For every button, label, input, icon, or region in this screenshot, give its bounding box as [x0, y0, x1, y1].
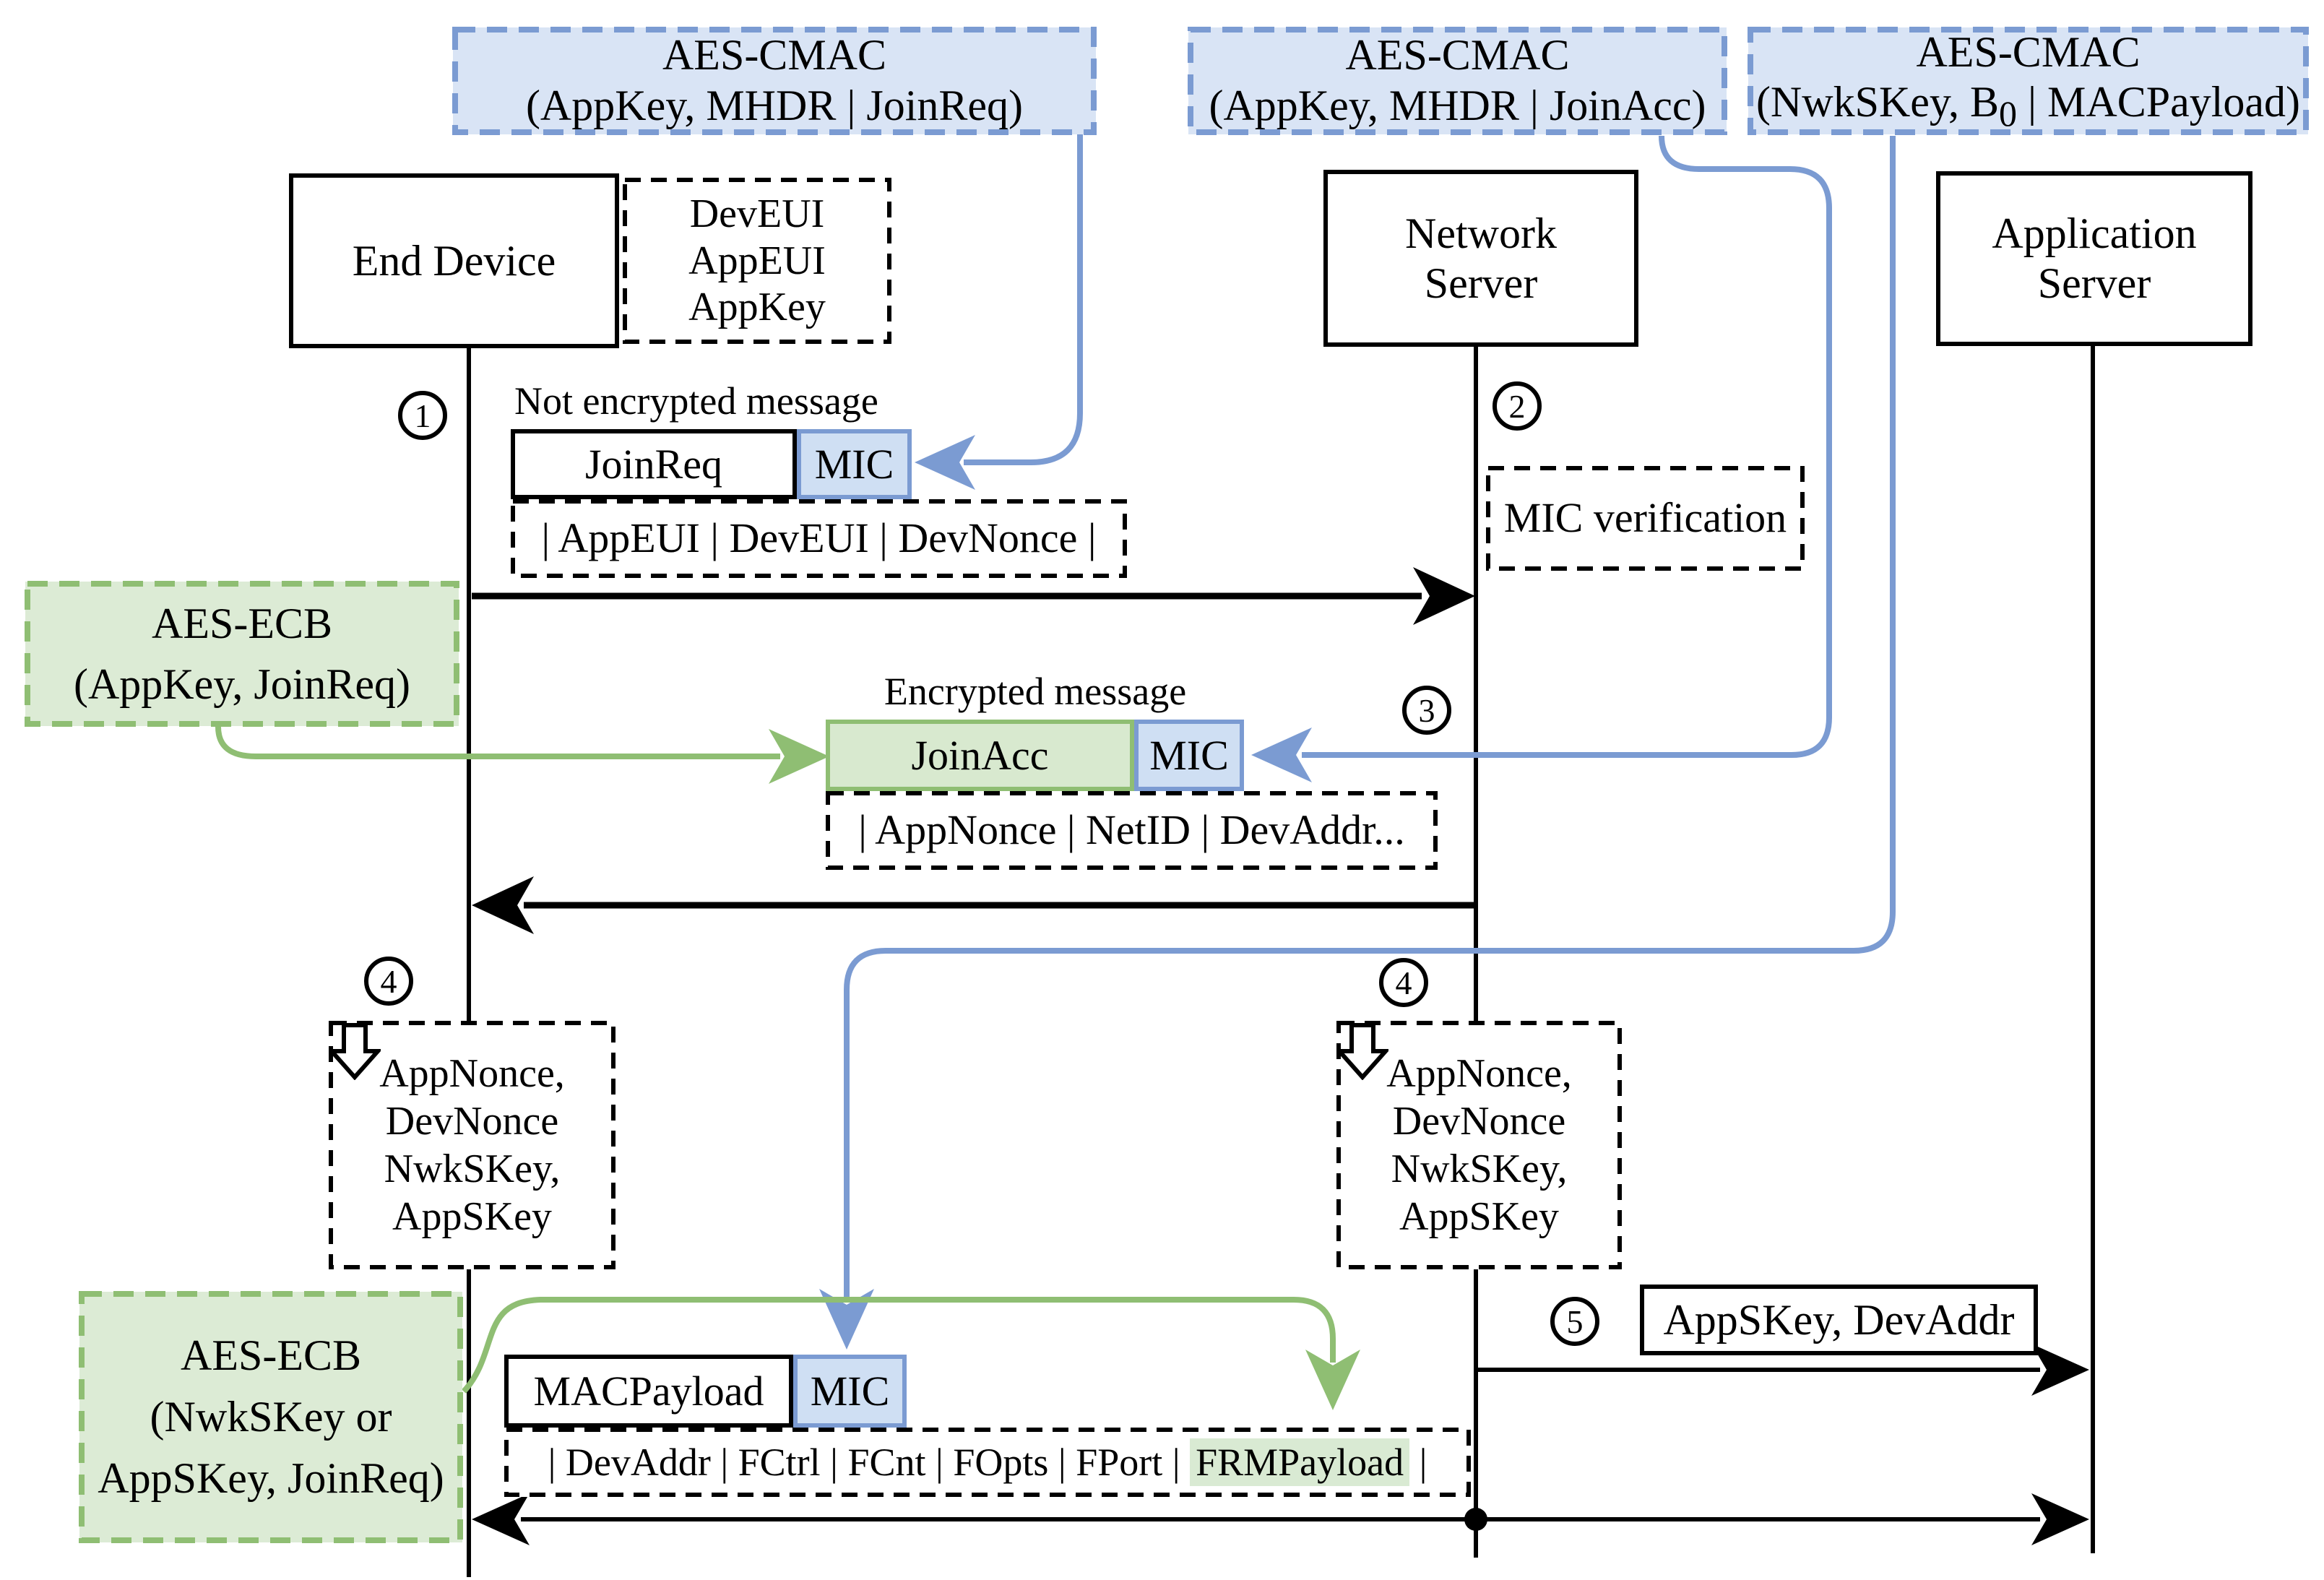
derive-l3: NwkSKey, — [384, 1147, 561, 1191]
derive-arrow-icon — [329, 1023, 381, 1080]
joinacc-mic-label: MIC — [1149, 732, 1229, 779]
macpayload-box: MACPayload — [504, 1355, 793, 1428]
encrypted-label: Encrypted message — [884, 670, 1187, 713]
step-2-number: 2 — [1508, 387, 1526, 425]
step-3-badge: 3 — [1402, 686, 1451, 735]
cmac-joinacc-box: AES-CMAC (AppKey, MHDR | JoinAcc) — [1188, 27, 1727, 134]
ecb-joinacc-box: AES-ECB (AppKey, JoinReq) — [25, 582, 459, 726]
step-4-badge-left: 4 — [364, 957, 413, 1006]
step-5-badge: 5 — [1550, 1297, 1599, 1346]
step-4-badge-right: 4 — [1379, 958, 1428, 1007]
joinacc-payload-box: JoinAcc — [826, 720, 1134, 791]
macpayload-mic-box: MIC — [793, 1355, 907, 1428]
junction-dot — [1464, 1508, 1487, 1531]
step-1-badge: 1 — [398, 391, 447, 440]
frame-fields-suffix: | — [1409, 1440, 1427, 1484]
joinreq-payload-box: JoinReq — [511, 429, 797, 499]
ecb2-args-2: AppSKey, JoinReq) — [98, 1454, 444, 1503]
ecb2-args-1: (NwkSKey or — [150, 1392, 392, 1441]
derive-r4: AppSKey — [1399, 1194, 1559, 1240]
joinreq-mic-box: MIC — [797, 429, 912, 499]
b0-subscript: 0 — [1999, 93, 2018, 134]
mic-verification-text: MIC verification — [1503, 494, 1787, 542]
frame-fields-box: | DevAddr | FCtrl | FCnt | FOpts | FPort… — [504, 1428, 1471, 1497]
step-4-number-left: 4 — [380, 962, 397, 1000]
ecb1-title: AES-ECB — [151, 600, 333, 647]
connector-ecb-frmpayload — [462, 1297, 1336, 1394]
step-4-number-right: 4 — [1395, 964, 1412, 1001]
arrowhead-data-left — [472, 1493, 530, 1545]
cmac-macpayload-args-post: | MACPayload) — [2017, 78, 2301, 126]
not-encrypted-label: Not encrypted message — [514, 379, 878, 423]
cmac-joinreq-box: AES-CMAC (AppKey, MHDR | JoinReq) — [453, 27, 1096, 134]
connector-ecb-joinacc — [215, 726, 780, 759]
arrowhead-ecb-joinacc — [769, 729, 829, 784]
ecb2-title: AES-ECB — [180, 1331, 362, 1379]
step-3-number: 3 — [1418, 691, 1435, 729]
mic-verification-box: MIC verification — [1486, 466, 1805, 571]
step-2-badge: 2 — [1493, 381, 1542, 431]
actor-network-server: Network Server — [1323, 170, 1638, 347]
application-server-label-2: Server — [2037, 259, 2151, 307]
joinreq-label: JoinReq — [584, 441, 723, 488]
key-appkey: AppKey — [688, 285, 826, 330]
joinacc-label: JoinAcc — [911, 732, 1049, 779]
cmac-macpayload-args: (NwkSKey, B0 | MACPayload) — [1756, 77, 2300, 134]
network-server-label-2: Server — [1424, 259, 1538, 307]
step-5-number: 5 — [1566, 1303, 1584, 1340]
actor-application-server: Application Server — [1936, 171, 2252, 346]
joinacc-mic-box: MIC — [1134, 720, 1244, 791]
cmac-joinreq-title: AES-CMAC — [662, 31, 887, 79]
connector-cmac-macpayload — [844, 136, 1896, 1300]
cmac-joinreq-args: (AppKey, MHDR | JoinReq) — [525, 82, 1024, 129]
step-1-number: 1 — [414, 397, 431, 434]
macpayload-label: MACPayload — [533, 1368, 764, 1415]
joinacc-fields-text: | AppNonce | NetID | DevAddr... — [858, 806, 1405, 854]
actor-end-device: End Device — [289, 173, 619, 348]
arrowhead-appskey — [2031, 1344, 2089, 1396]
ecb-frmpayload-box: AES-ECB (NwkSKey or AppSKey, JoinReq) — [79, 1292, 462, 1542]
cmac-joinacc-args: (AppKey, MHDR | JoinAcc) — [1209, 82, 1706, 129]
derive-keys-box-device: AppNonce, DevNonce NwkSKey, AppSKey — [329, 1021, 615, 1269]
joinreq-mic-label: MIC — [814, 441, 894, 488]
arrowhead-cmac-joinacc — [1251, 728, 1312, 782]
frmpayload-highlight: FRMPayload — [1190, 1438, 1410, 1487]
derive-arrow-icon — [1336, 1023, 1388, 1080]
appskey-devaddr-text: AppSKey, DevAddr — [1663, 1295, 2015, 1344]
joinacc-fields-box: | AppNonce | NetID | DevAddr... — [826, 791, 1438, 870]
connector-cmac-joinreq — [964, 134, 1083, 465]
key-appeui: AppEUI — [688, 238, 826, 283]
ecb1-args: (AppKey, JoinReq) — [73, 660, 411, 708]
derive-l2: DevNonce — [385, 1098, 559, 1144]
end-device-label: End Device — [352, 236, 556, 285]
arrowhead-join-accept — [472, 876, 534, 934]
network-server-label-1: Network — [1405, 209, 1557, 257]
joinreq-fields-box: | AppEUI | DevEUI | DevNonce | — [511, 499, 1127, 578]
frame-fields-prefix: | DevAddr | FCtrl | FCnt | FOpts | FPort… — [548, 1440, 1191, 1484]
joinreq-fields-text: | AppEUI | DevEUI | DevNonce | — [541, 514, 1097, 562]
arrowhead-data-right — [2031, 1493, 2089, 1545]
derive-r2: DevNonce — [1392, 1098, 1566, 1144]
cmac-macpayload-title: AES-CMAC — [1916, 27, 2141, 76]
cmac-macpayload-args-pre: (NwkSKey, B — [1755, 78, 2000, 126]
device-keys-box: DevEUI AppEUI AppKey — [623, 178, 891, 344]
key-deveui: DevEUI — [689, 191, 825, 237]
arrowhead-ecb-frmpayload — [1305, 1350, 1360, 1410]
derive-r3: NwkSKey, — [1391, 1147, 1568, 1191]
derive-keys-box-server: AppNonce, DevNonce NwkSKey, AppSKey — [1336, 1021, 1622, 1269]
cmac-macpayload-box: AES-CMAC (NwkSKey, B0 | MACPayload) — [1748, 27, 2308, 134]
application-server-label-1: Application — [1992, 210, 2197, 257]
arrowhead-cmac-joinreq — [915, 435, 975, 490]
derive-l4: AppSKey — [392, 1194, 552, 1240]
connector-cmac-joinacc — [1302, 135, 1832, 758]
appskey-devaddr-box: AppSKey, DevAddr — [1640, 1285, 2038, 1355]
arrowhead-join-request — [1413, 567, 1475, 625]
arrowhead-cmac-macpayload — [819, 1289, 874, 1350]
macpayload-mic-label: MIC — [810, 1368, 890, 1415]
derive-l1: AppNonce, — [379, 1050, 565, 1096]
cmac-joinacc-title: AES-CMAC — [1345, 31, 1570, 79]
derive-r1: AppNonce, — [1386, 1050, 1572, 1096]
